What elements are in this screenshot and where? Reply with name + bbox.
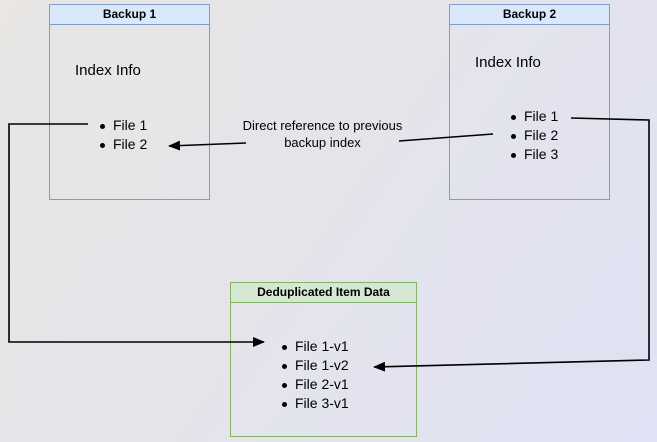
file-list-item: File 1: [99, 117, 148, 133]
backup1-title: Backup 1: [50, 5, 209, 25]
direct-reference-edge-label: Direct reference to previous backup inde…: [242, 118, 403, 150]
backup2-file-list: File 1 File 2 File 3: [510, 107, 559, 164]
backup1-file-list: File 1 File 2: [99, 116, 148, 154]
file-list-item: File 2: [99, 136, 148, 152]
file-list-item: File 1: [510, 108, 559, 124]
file-list-item: File 3-v1: [282, 395, 349, 411]
file-list-item: File 2: [510, 127, 559, 143]
file-list-item: File 2-v1: [282, 376, 349, 392]
dedup-file-list: File 1-v1 File 1-v2 File 2-v1 File 3-v1: [282, 337, 349, 413]
backup2-title: Backup 2: [450, 5, 609, 25]
backup1-index-info-label: Index Info: [75, 62, 141, 79]
backup2-box: Backup 2 Index Info File 1 File 2 File 3: [449, 4, 610, 200]
file-list-item: File 3: [510, 146, 559, 162]
backup1-box: Backup 1 Index Info File 1 File 2: [49, 4, 210, 200]
dedup-box: Deduplicated Item Data File 1-v1 File 1-…: [230, 282, 417, 437]
dedup-title: Deduplicated Item Data: [231, 283, 416, 303]
file-list-item: File 1-v2: [282, 357, 349, 373]
file-list-item: File 1-v1: [282, 338, 349, 354]
backup2-index-info-label: Index Info: [475, 54, 541, 71]
